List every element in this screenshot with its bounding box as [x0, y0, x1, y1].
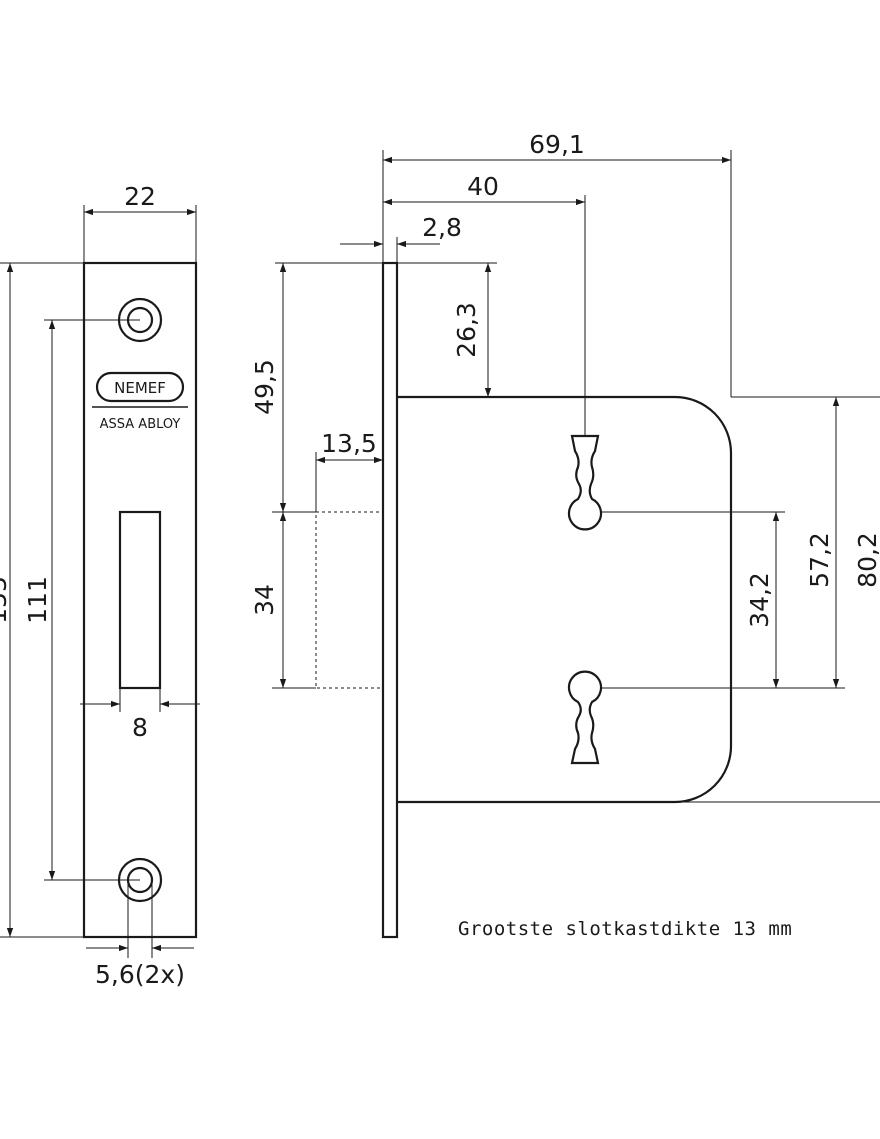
brand-logo-text: NEMEF	[114, 379, 166, 397]
lock-case	[397, 395, 733, 804]
case-thickness-note: Grootste slotkastdikte 13 mm	[458, 918, 792, 940]
brand-logo: NEMEF ASSA ABLOY	[92, 371, 188, 432]
front-view: NEMEF ASSA ABLOY	[82, 261, 198, 939]
side-view-dimensions: 69,1 40 2,8 26,3 49,5 34 13,5 34,2	[250, 130, 880, 803]
bolt-opening	[118, 510, 162, 690]
dim-bolt-projection: 13,5	[321, 429, 377, 458]
dim-overall-depth: 69,1	[529, 130, 585, 159]
dim-plate-thickness: 2,8	[422, 213, 462, 242]
side-faceplate	[381, 261, 399, 939]
dim-bolt-height: 34	[250, 584, 279, 616]
side-view	[315, 261, 733, 939]
dim-backset: 40	[467, 172, 499, 201]
group-logo-text: ASSA ABLOY	[100, 417, 181, 432]
dim-top-to-bolt: 49,5	[250, 359, 279, 415]
dim-keyhole-spacing: 34,2	[745, 572, 774, 628]
bolt-projection-dashed	[315, 511, 384, 689]
front-view-dimensions: 22 155 111 8 5,6(2x)	[0, 182, 200, 989]
dim-bolt-width: 8	[132, 713, 148, 742]
dim-total-height: 155	[0, 576, 12, 624]
dim-top-to-case: 26,3	[452, 302, 481, 358]
faceplate	[82, 261, 198, 939]
dim-screw-holes: 5,6(2x)	[95, 960, 185, 989]
keyhole-upper	[567, 434, 603, 531]
dim-plate-width: 22	[124, 182, 156, 211]
dim-case-2: 80,2	[853, 532, 880, 588]
keyhole-lower	[567, 670, 603, 765]
dim-case-1: 57,2	[805, 532, 834, 588]
dim-screw-spacing: 111	[23, 576, 52, 624]
